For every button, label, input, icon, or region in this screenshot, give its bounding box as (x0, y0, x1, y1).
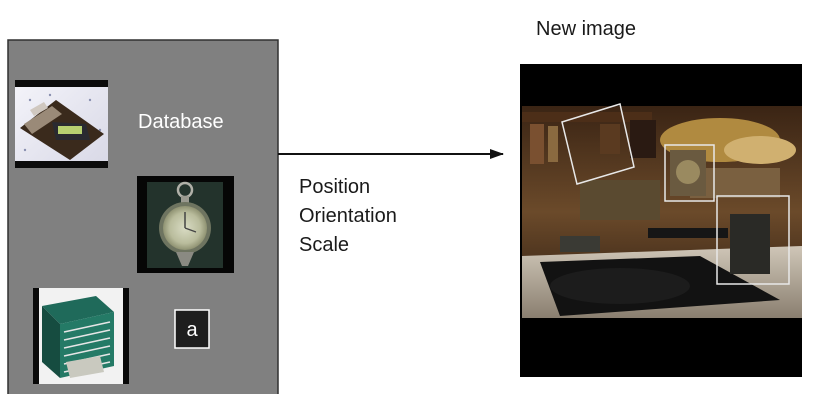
drawer-cabinet-thumbnail (33, 288, 129, 384)
stapler-thumbnail (15, 80, 108, 168)
new-image-label: New image (536, 18, 636, 40)
detection-box-small (664, 144, 715, 202)
query-marker-box (174, 309, 210, 349)
database-label: Database (138, 111, 224, 133)
arrow-label-position: Position (299, 176, 370, 198)
arrow-label-orientation: Orientation (299, 205, 397, 227)
detection-box-large (716, 195, 790, 285)
new-image (520, 64, 802, 377)
detection-box-rotated (561, 103, 635, 185)
arrow-label-scale: Scale (299, 234, 349, 256)
query-marker-label: a (186, 319, 198, 341)
pocket-watch-thumbnail (137, 176, 234, 273)
